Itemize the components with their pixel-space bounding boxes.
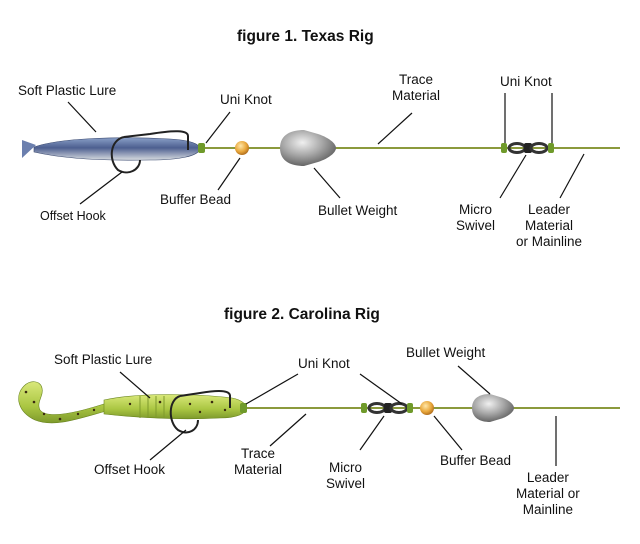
fig1-pointer-leader <box>559 153 585 199</box>
figure-2-title: figure 2. Carolina Rig <box>224 306 380 323</box>
fig2-pointer-uniknot-2 <box>359 373 403 405</box>
fig2-label-bullet-weight: Bullet Weight <box>406 345 486 360</box>
fig1-pointer-trace <box>377 112 413 145</box>
fig2-offset-hook <box>169 390 231 434</box>
fig1-offset-hook <box>110 130 189 174</box>
fig2-label-uni-knot: Uni Knot <box>298 356 350 371</box>
fig1-pointer-uniknot <box>205 111 231 144</box>
fig2-label-soft-plastic-lure: Soft Plastic Lure <box>54 352 153 367</box>
figure-1-title: figure 1. Texas Rig <box>237 28 374 45</box>
fig1-pointer-swivel <box>499 154 527 199</box>
fig2-label-micro-swivel: Micro Swivel <box>326 460 366 491</box>
fig1-label-soft-plastic-lure: Soft Plastic Lure <box>18 83 117 98</box>
fig2-label-trace-material: Trace Material <box>234 446 283 477</box>
fig2-buffer-bead <box>420 401 434 415</box>
fig1-label-micro-swivel: Micro Swivel <box>456 202 496 233</box>
fig2-pointer-hook <box>149 429 187 461</box>
fig1-label-uni-knot: Uni Knot <box>220 92 272 107</box>
fig1-pointer-hook <box>79 171 123 205</box>
fig2-lure <box>18 381 247 424</box>
fig1-label-uni-knot-b: Uni Knot <box>500 74 552 89</box>
fig1-pointer-lure <box>67 101 97 133</box>
fig2-label-leader: Leader Material or Mainline <box>516 470 580 517</box>
fig2-pointer-trace <box>269 413 307 447</box>
fig2-label-buffer-bead: Buffer Bead <box>440 453 512 468</box>
fig1-label-offset-hook: Offset Hook <box>40 209 106 223</box>
fig2-pointer-weight <box>457 365 491 395</box>
fig2-pointer-bead <box>433 415 463 451</box>
fig1-pointer-bead <box>217 157 241 191</box>
fig2-pointer-uniknot-1 <box>245 373 299 405</box>
fig2-bullet-weight <box>472 394 514 422</box>
fig1-pointer-weight <box>313 167 341 199</box>
fig2-uni-knot-a <box>240 403 247 413</box>
fig1-label-trace-material: Trace Material <box>392 72 441 103</box>
fig1-label-leader: Leader Material or Mainline <box>516 202 583 249</box>
fig1-label-buffer-bead: Buffer Bead <box>160 192 232 207</box>
fig1-bullet-weight <box>280 130 336 166</box>
fig2-label-offset-hook: Offset Hook <box>94 462 166 477</box>
fig1-uni-knot-a <box>198 143 205 153</box>
fig1-swivel <box>501 142 554 154</box>
fig1-label-bullet-weight: Bullet Weight <box>318 203 398 218</box>
fig2-pointer-swivel <box>359 415 385 451</box>
fig2-swivel <box>361 402 413 414</box>
fig1-buffer-bead <box>235 141 249 155</box>
fig2-pointer-lure <box>119 371 151 399</box>
